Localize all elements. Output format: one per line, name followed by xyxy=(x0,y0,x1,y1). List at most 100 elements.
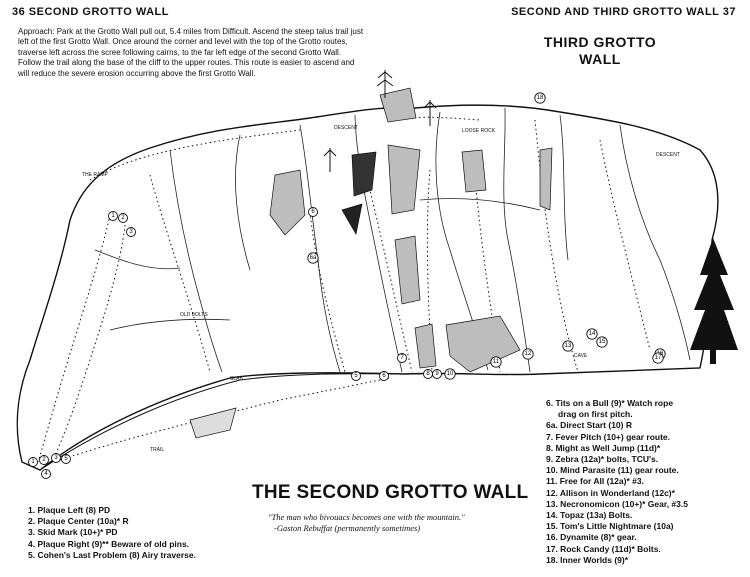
pine-tree-icon xyxy=(690,238,738,364)
marker-number: 3 xyxy=(129,229,133,235)
route-item: 7. Fever Pitch (10+) gear route. xyxy=(546,431,671,442)
marker-number: 2 xyxy=(121,215,125,221)
route-marker-11: 11 xyxy=(490,356,502,368)
marker-circle xyxy=(108,211,118,221)
marker-number: 15 xyxy=(599,339,606,345)
marker-number: 1 xyxy=(31,459,35,465)
route-item: 13. Necronomicon (10+)* Gear, #3.5 xyxy=(546,498,688,509)
route-marker-8: 8 xyxy=(423,369,433,379)
marker-number: 9 xyxy=(435,371,439,377)
marker-circle xyxy=(379,371,389,381)
route-item-continued: drag on first pitch. xyxy=(558,409,633,420)
marker-number: 13 xyxy=(565,343,572,349)
marker-number: 18 xyxy=(537,95,544,101)
route-item: 9. Zebra (12a)* bolts, TCU's. xyxy=(546,454,659,465)
left-page-header: 36 SECOND GROTTO WALL xyxy=(12,6,169,18)
route-marker-6: 6 xyxy=(308,207,318,217)
third-title-line1: THIRD GROTTO xyxy=(543,34,657,50)
route-marker-17: 17 xyxy=(652,352,664,364)
marker-circle xyxy=(444,368,456,380)
marker-circle xyxy=(51,453,61,463)
rock-features xyxy=(189,87,553,439)
quote: "The man who bivouacs becomes one with t… xyxy=(268,512,528,534)
route-marker-2: 2 xyxy=(39,455,49,465)
marker-circle xyxy=(652,352,664,364)
trail-label: TRAIL xyxy=(150,447,164,453)
route-item: 2. Plaque Center (10a)* R xyxy=(28,516,129,527)
marker-number: 5 xyxy=(64,456,68,462)
route-marker-6a: 6a xyxy=(307,252,319,264)
route-marker-5: 5 xyxy=(61,454,71,464)
marker-number: 6 xyxy=(382,373,386,379)
cave-label: CAVE xyxy=(574,353,588,359)
route-marker-9: 9 xyxy=(432,369,442,379)
marker-number: 3 xyxy=(54,455,58,461)
marker-circle xyxy=(126,227,136,237)
marker-number: 17 xyxy=(655,355,662,361)
small-tree-icons xyxy=(323,70,437,172)
route-marker-12: 12 xyxy=(522,348,534,360)
marker-number: 14 xyxy=(589,331,596,337)
route-item: 4. Plaque Right (9)** Beware of old pins… xyxy=(28,538,190,549)
marker-number: 7 xyxy=(400,355,404,361)
marker-circle xyxy=(522,348,534,360)
route-item: 6. Tits on a Bull (9)* Watch rope xyxy=(546,398,674,408)
marker-circle xyxy=(596,336,608,348)
marker-number: 5 xyxy=(354,373,358,379)
marker-number: 6a xyxy=(310,255,317,261)
marker-circle xyxy=(308,207,318,217)
route-markers: 112233455667891011121314151617186a xyxy=(28,92,666,479)
route-marker-18: 18 xyxy=(534,92,546,104)
marker-circle xyxy=(534,92,546,104)
route-marker-13: 13 xyxy=(562,340,574,352)
route-item: 16. Dynamite (8)* gear. xyxy=(546,532,637,543)
marker-circle xyxy=(39,455,49,465)
marker-circle xyxy=(562,340,574,352)
page-header: 36 SECOND GROTTO WALL SECOND AND THIRD G… xyxy=(0,0,750,22)
marker-number: 10 xyxy=(447,371,454,377)
marker-circle xyxy=(307,252,319,264)
route-item: 18. Inner Worlds (9)* xyxy=(546,554,629,565)
marker-number: 11 xyxy=(493,359,500,365)
route-marker-3: 3 xyxy=(126,227,136,237)
marker-circle xyxy=(490,356,502,368)
route-marker-1: 1 xyxy=(108,211,118,221)
marker-circle xyxy=(41,469,51,479)
third-grotto-wall-title: THIRD GROTTO WALL xyxy=(540,34,660,68)
slab-label: SLAB xyxy=(230,376,243,382)
old-bolts-label: OLD BOLTS xyxy=(180,312,208,318)
route-item: 14. Topaz (13a) Bolts. xyxy=(546,510,633,521)
route-marker-6: 6 xyxy=(379,371,389,381)
marker-circle xyxy=(61,454,71,464)
route-marker-2: 2 xyxy=(118,213,128,223)
route-marker-5: 5 xyxy=(351,371,361,381)
marker-circle xyxy=(118,213,128,223)
route-item: 6a. Direct Start (10) R xyxy=(546,420,632,431)
route-marker-1: 1 xyxy=(28,457,38,467)
route-marker-15: 15 xyxy=(596,336,608,348)
marker-number: 2 xyxy=(42,457,46,463)
approach-text: Approach: Park at the Grotto Wall pull o… xyxy=(18,27,364,78)
route-marker-14: 14 xyxy=(586,328,598,340)
marker-number: 1 xyxy=(111,213,115,219)
route-marker-7: 7 xyxy=(397,353,407,363)
route-marker-10: 10 xyxy=(444,368,456,380)
route-item: 8. Might as Well Jump (11d)* xyxy=(546,442,661,453)
route-item: 10. Mind Parasite (11) gear route. xyxy=(546,465,679,476)
third-title-line2: WALL xyxy=(579,51,621,67)
route-item: 1. Plaque Left (8) PD xyxy=(28,505,111,515)
marker-circle xyxy=(28,457,38,467)
route-item: 17. Rock Candy (11d)* Bolts. xyxy=(546,543,661,554)
marker-circle xyxy=(351,371,361,381)
marker-number: 6 xyxy=(311,209,315,215)
marker-circle xyxy=(586,328,598,340)
quote-line1: "The man who bivouacs becomes one with t… xyxy=(268,512,465,522)
route-marker-4: 4 xyxy=(41,469,51,479)
route-list-right: 6. Tits on a Bull (9)* Watch rope drag o… xyxy=(546,398,746,566)
marker-number: 4 xyxy=(44,471,48,477)
route-item: 3. Skid Mark (10+)* PD xyxy=(28,527,118,538)
descent-label-right: DESCENT xyxy=(656,152,680,158)
route-item: 5. Cohen's Last Problem (8) Airy travers… xyxy=(28,549,196,560)
base-ledge xyxy=(39,373,421,471)
